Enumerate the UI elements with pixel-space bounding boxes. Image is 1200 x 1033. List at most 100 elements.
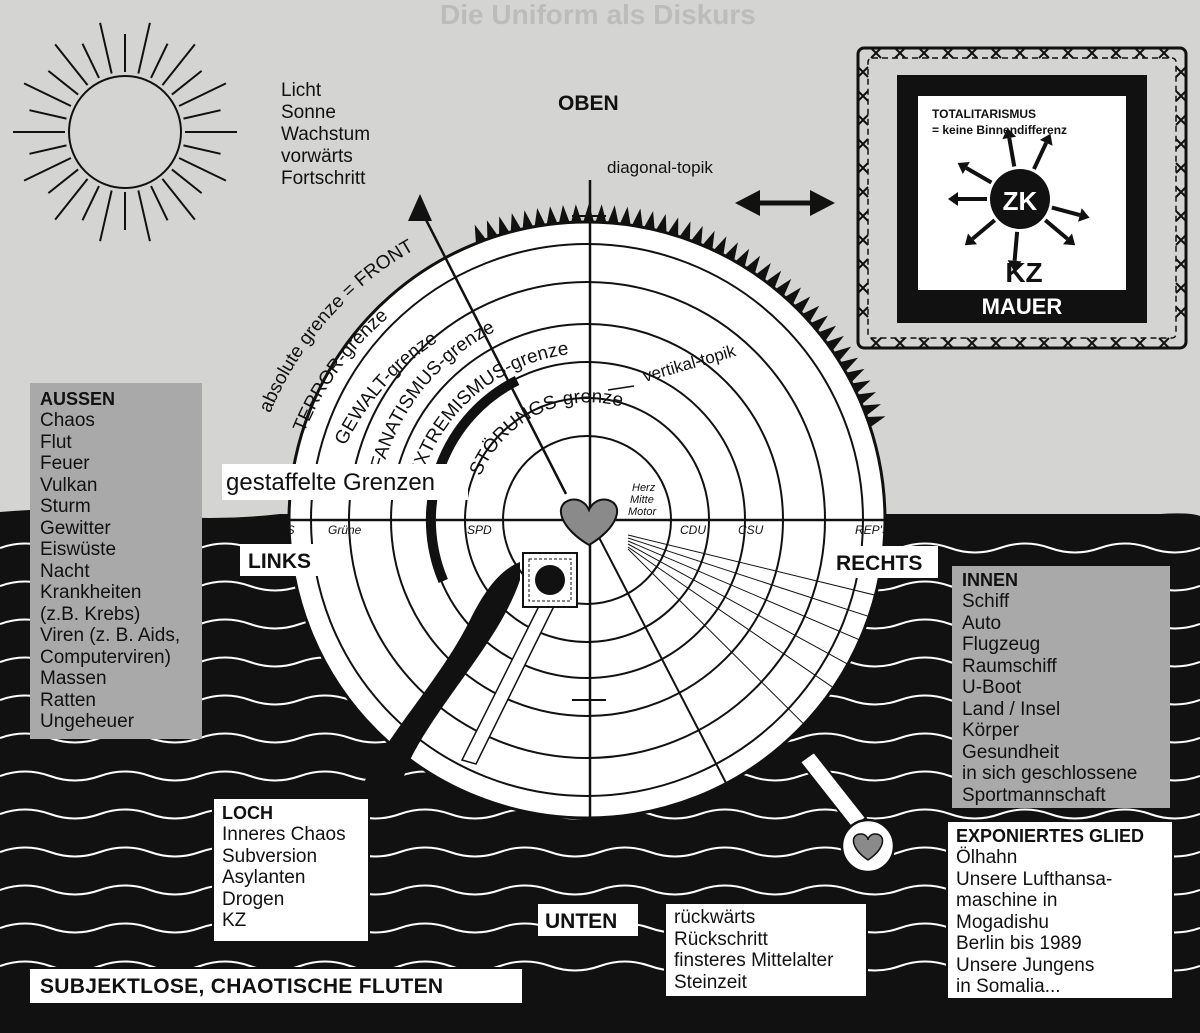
barb xyxy=(894,47,906,59)
exposed-item: Mogadishu xyxy=(956,911,1049,933)
sun-ray xyxy=(23,157,72,182)
barb xyxy=(1062,47,1074,59)
barb xyxy=(857,138,869,150)
barb xyxy=(1038,47,1050,59)
barb xyxy=(1175,282,1187,294)
barb xyxy=(1175,66,1187,78)
outside-item: Viren (z. B. Aids, xyxy=(40,625,181,646)
barb xyxy=(942,47,954,59)
barb xyxy=(857,210,869,222)
sun-ray xyxy=(183,109,221,120)
zk-arrows xyxy=(948,128,1090,271)
barb xyxy=(1086,337,1098,349)
sun-ray xyxy=(99,22,113,74)
double-arrow-left xyxy=(735,190,760,216)
party-label-csu: CSU xyxy=(738,523,764,537)
inside-item: U-Boot xyxy=(962,677,1022,698)
outside-item: Gewitter xyxy=(40,517,111,539)
sun-ray xyxy=(29,144,67,155)
inside-item: Sportmannschaft xyxy=(962,784,1106,806)
sun-word: Licht xyxy=(281,80,322,101)
zk-arrow-head xyxy=(1039,133,1053,146)
sun-ray xyxy=(54,43,89,86)
zk-arrow-shaft xyxy=(1051,205,1081,217)
sun-ray xyxy=(171,168,203,194)
inside-title: INNEN xyxy=(962,570,1019,590)
outside-item: Eiswüste xyxy=(40,539,117,560)
barb xyxy=(857,114,869,126)
outside-item: (z.B. Krebs) xyxy=(40,603,141,625)
barb xyxy=(1134,337,1146,349)
exposed-title: EXPONIERTES GLIED xyxy=(956,826,1145,846)
outside-item: Flut xyxy=(40,431,72,453)
zk-arrow-shaft xyxy=(965,166,993,185)
small-heart-icon xyxy=(852,833,884,861)
barb xyxy=(942,337,954,349)
barb xyxy=(1134,47,1146,59)
center-label-herz: Herz xyxy=(632,482,656,494)
outside-item: Sturm xyxy=(40,496,91,517)
hole-frame-inner xyxy=(528,558,572,602)
barb xyxy=(857,66,869,78)
back-word: Rückschritt xyxy=(674,928,768,950)
direction-bottom: UNTEN xyxy=(545,910,617,933)
sun-ray xyxy=(99,190,113,242)
diagonal-arrowhead xyxy=(408,194,432,221)
outside-item: Vulkan xyxy=(40,474,98,496)
outside-item: Nacht xyxy=(40,560,90,582)
barb xyxy=(1110,337,1122,349)
sun-ray xyxy=(171,70,203,96)
sun-ray xyxy=(81,43,100,79)
direction-right-bg xyxy=(830,546,938,578)
sun-ray xyxy=(178,157,227,182)
inside-item: Körper xyxy=(962,720,1020,741)
party-label-reps: REP'S xyxy=(855,523,890,537)
barb xyxy=(857,258,869,270)
staggered-label: gestaffelte Grenzen xyxy=(226,469,435,496)
barb xyxy=(918,47,930,59)
lower-ray xyxy=(589,519,741,811)
barb xyxy=(1175,306,1187,318)
zk-arrow-head xyxy=(964,233,978,246)
barbed-wire-barbs xyxy=(857,47,1187,349)
barb xyxy=(1158,47,1170,59)
exposed-box: EXPONIERTES GLIED Ölhahn Unsere Lufthans… xyxy=(946,820,1174,1000)
exposed-item: in Somalia... xyxy=(956,976,1061,997)
hole-title: LOCH xyxy=(222,803,273,823)
back-word: Steinzeit xyxy=(674,971,747,993)
barbed-wire-inner xyxy=(867,57,1177,339)
direction-top: OBEN xyxy=(558,92,619,115)
sun-ray xyxy=(183,144,221,155)
outside-item: Krankheiten xyxy=(40,582,142,603)
back-word: rückwärts xyxy=(674,907,756,928)
direction-left: LINKS xyxy=(248,550,311,573)
barb xyxy=(1110,47,1122,59)
party-label-pds: PDS xyxy=(270,523,295,537)
hole-item: Asylanten xyxy=(222,867,306,888)
barb xyxy=(857,306,869,318)
barb xyxy=(894,337,906,349)
heart-icon xyxy=(559,498,619,547)
back-words-box: rückwärts Rückschritt finsteres Mittelal… xyxy=(664,902,868,998)
exposed-item: Ölhahn xyxy=(956,847,1018,868)
barb xyxy=(1175,258,1187,270)
sun-ray xyxy=(23,82,72,107)
inside-item: Flugzeug xyxy=(962,634,1041,655)
exposed-item: maschine in xyxy=(956,890,1058,911)
zk-arrow-head xyxy=(1002,128,1017,140)
totalitarian-title: TOTALITARISMUS xyxy=(932,107,1036,121)
sun-ray xyxy=(47,70,79,96)
exposed-item: Berlin bis 1989 xyxy=(956,933,1082,954)
inside-item: Gesundheit xyxy=(962,741,1060,763)
zk-arrow-head xyxy=(1078,208,1090,222)
outside-title: AUSSEN xyxy=(40,389,116,409)
inside-item: Land / Insel xyxy=(962,698,1061,720)
sun-ray xyxy=(178,82,227,107)
floods-label: SUBJEKTLOSE, CHAOTISCHE FLUTEN xyxy=(28,967,524,1005)
diagonal-ray xyxy=(418,207,568,495)
outside-box: AUSSEN Chaos Flut Feuer Vulkan Sturm Gew… xyxy=(30,383,202,739)
party-label-spd: SPD xyxy=(467,523,492,537)
outside-item: Massen xyxy=(40,668,107,689)
barb xyxy=(966,47,978,59)
hole-item: Subversion xyxy=(222,845,318,867)
